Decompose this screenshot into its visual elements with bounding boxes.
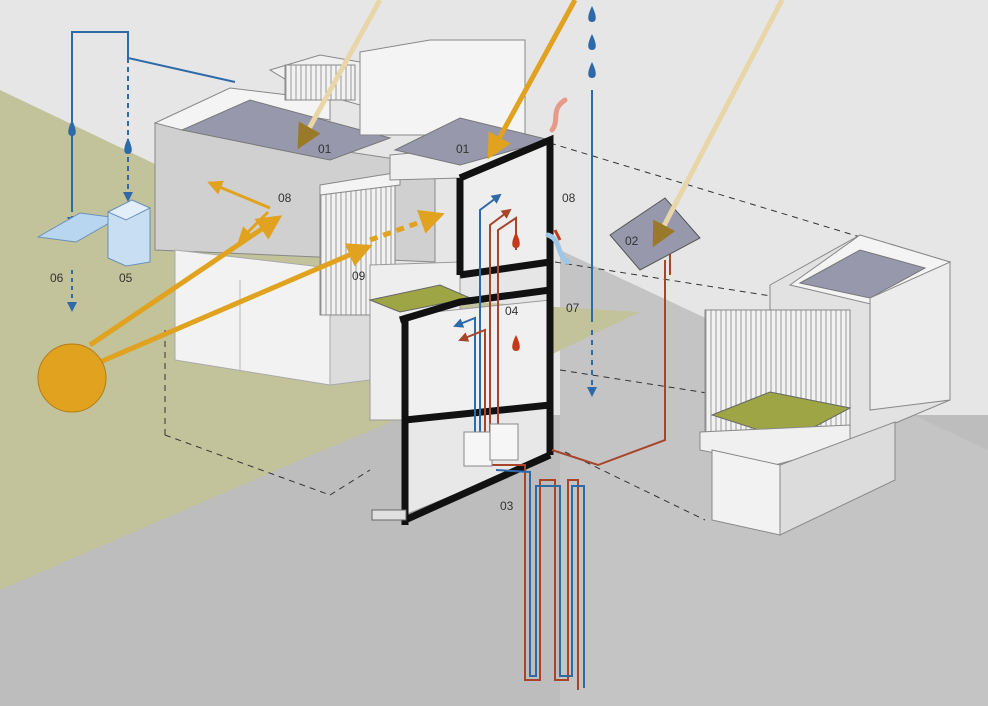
pipe-network <box>453 193 671 690</box>
sun-icon <box>37 343 107 413</box>
roof-far-right <box>798 249 927 299</box>
label-filter: 06 <box>50 271 64 285</box>
heat-pump-units <box>463 423 519 467</box>
structural-frame <box>398 134 554 525</box>
label-roof-right: 01 <box>456 142 470 156</box>
label-vent-left: 08 <box>278 191 292 205</box>
vent-swirl <box>549 97 568 133</box>
water-tank-icon <box>106 199 152 267</box>
water-drop-icon <box>68 120 76 136</box>
rainwater-system <box>36 31 236 312</box>
label-geothermal: 03 <box>500 499 514 513</box>
label-heat-exchanger: 04 <box>505 304 519 318</box>
water-drop-icon <box>124 138 132 154</box>
water-drop-icon <box>588 6 596 22</box>
label-roof-left: 01 <box>318 142 332 156</box>
heat-drop-icon <box>512 335 520 351</box>
water-drop-icon <box>588 34 596 50</box>
right-building <box>699 234 952 536</box>
roof-louver <box>284 64 356 101</box>
label-louver: 09 <box>352 269 366 283</box>
roof-left <box>180 99 392 161</box>
vent-arrows <box>207 180 271 243</box>
water-drop-icon <box>588 62 596 78</box>
label-vent-right: 08 <box>562 191 576 205</box>
heat-drop-icon <box>512 232 520 248</box>
rain-collection-right <box>587 6 597 397</box>
label-tank: 05 <box>119 271 133 285</box>
solar-panel-icon <box>609 197 701 271</box>
label-rain-drop: 07 <box>566 301 580 315</box>
label-solar-panel: 02 <box>625 234 639 248</box>
